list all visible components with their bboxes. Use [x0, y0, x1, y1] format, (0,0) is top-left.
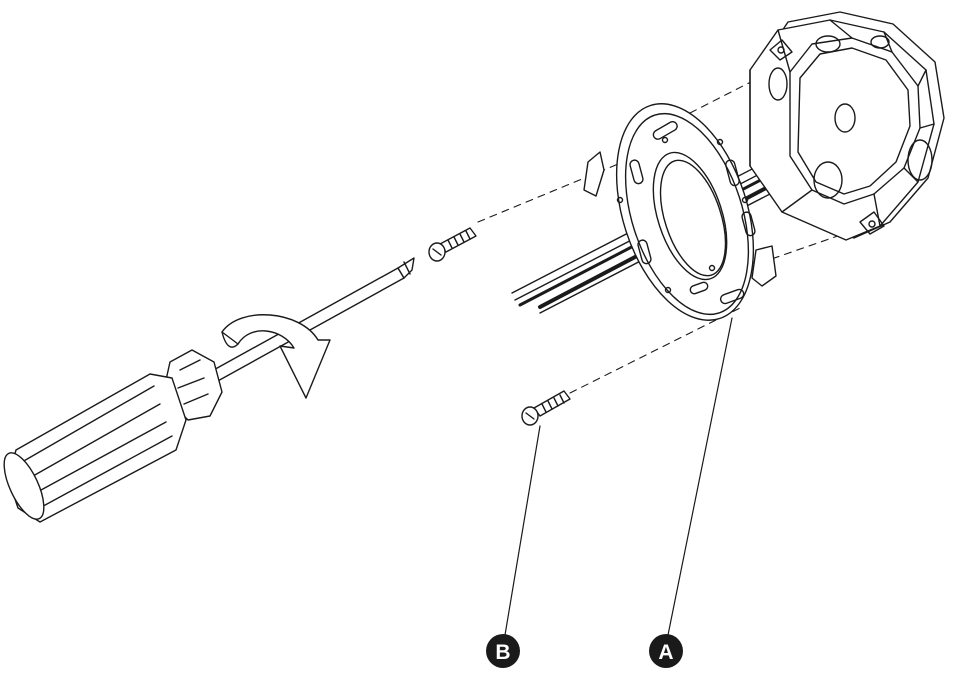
callout-a-label: A — [658, 641, 673, 664]
upper-screw — [428, 227, 477, 262]
curved-arrow-icon — [221, 314, 331, 399]
mounting-plate — [583, 103, 777, 321]
screwdriver — [3, 257, 415, 523]
plate-slots — [629, 120, 756, 305]
leader-line-b — [504, 425, 541, 636]
leader-lines — [504, 317, 733, 636]
callout-a: A — [649, 634, 683, 668]
callout-b-label: B — [495, 641, 510, 664]
junction-box — [749, 11, 945, 241]
lower-screw — [521, 390, 571, 426]
callout-b: B — [486, 634, 520, 668]
leader-line-a — [667, 317, 733, 636]
